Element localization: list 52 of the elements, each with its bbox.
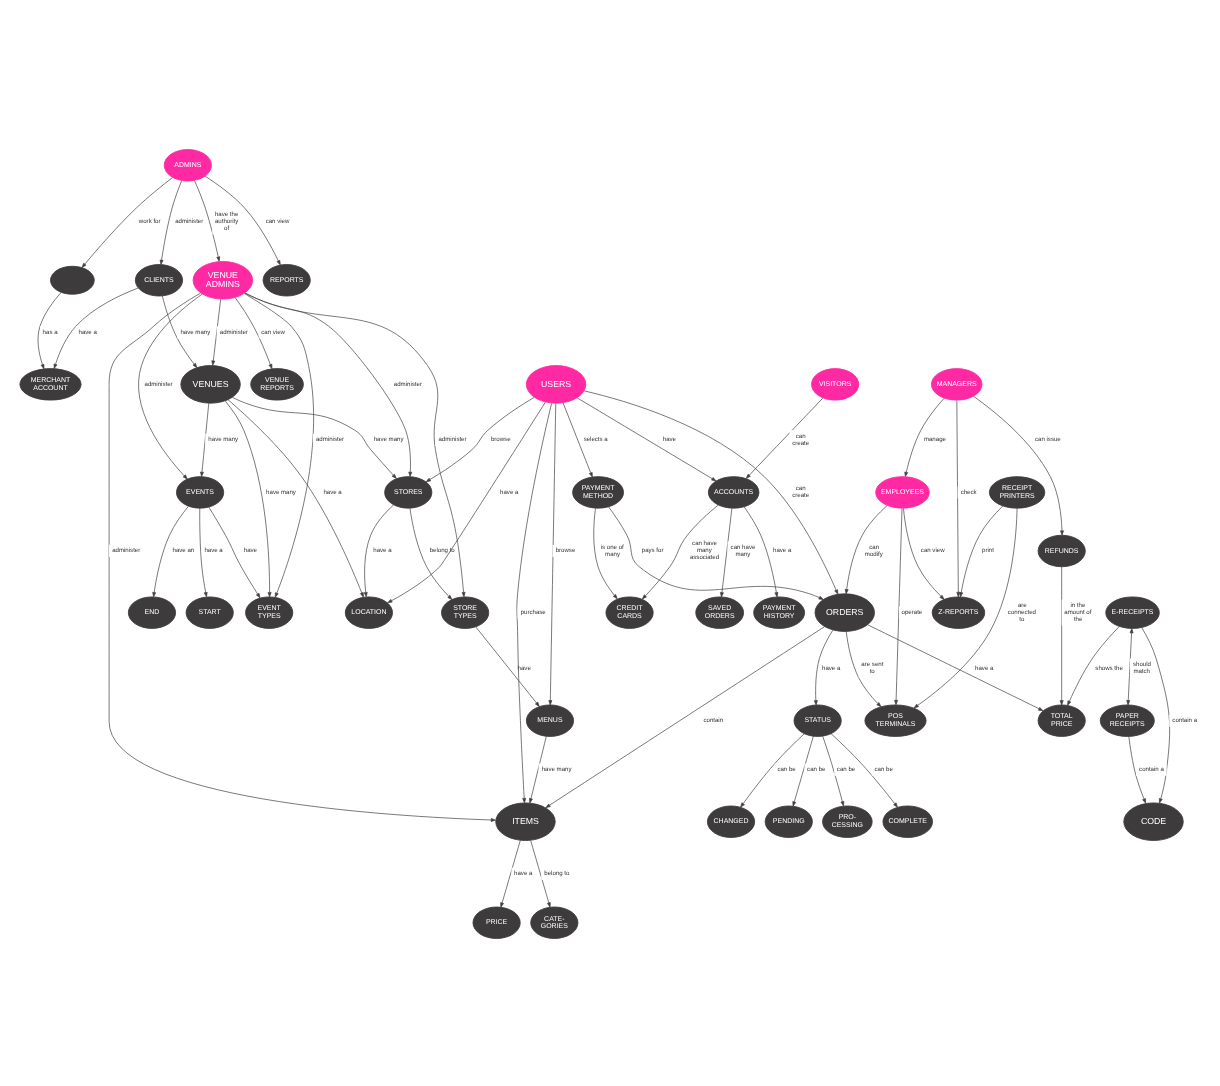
arrow [593, 506, 618, 599]
arrow [530, 839, 551, 907]
arrow [500, 839, 521, 907]
arrow [224, 399, 272, 597]
arrow [211, 297, 221, 365]
arrow [161, 294, 198, 367]
arrow [409, 507, 453, 599]
arrow [227, 398, 364, 597]
arrow [152, 505, 189, 597]
arrow [959, 504, 1004, 597]
arrow [53, 286, 139, 368]
arrow [743, 505, 779, 597]
node-circle [50, 264, 95, 294]
arrow [903, 507, 945, 599]
arrow [200, 401, 210, 476]
arrow [244, 292, 314, 597]
arrow [867, 623, 1044, 711]
arrow [642, 503, 719, 599]
arrow [81, 176, 173, 267]
arrow [562, 401, 593, 477]
arrow [1067, 625, 1120, 705]
arrow [475, 625, 540, 706]
arrow [232, 396, 397, 478]
arrow [904, 396, 945, 476]
arrow [1141, 626, 1170, 803]
arrow [720, 506, 733, 597]
arrow [845, 630, 882, 707]
arrow [159, 179, 182, 264]
arrow [913, 507, 1018, 708]
arrow [387, 400, 546, 603]
arrow [194, 179, 221, 261]
arrow [740, 732, 805, 807]
arrow [425, 395, 535, 482]
arrow [1128, 735, 1146, 803]
arrow [813, 628, 834, 705]
arrow [1126, 627, 1134, 705]
arrow [199, 506, 208, 597]
arrow [234, 296, 273, 369]
arrow [545, 625, 825, 807]
arrow [244, 291, 413, 476]
arrow [956, 399, 961, 596]
arrow [204, 174, 281, 265]
arrow [244, 291, 466, 597]
arrow [529, 735, 547, 803]
arrow [1059, 565, 1064, 705]
arrow [894, 507, 903, 704]
arrow [745, 396, 824, 478]
arrow [608, 505, 824, 599]
arrow [822, 734, 845, 806]
arrow [792, 734, 814, 806]
arrow [548, 401, 557, 705]
arrow [583, 389, 839, 594]
